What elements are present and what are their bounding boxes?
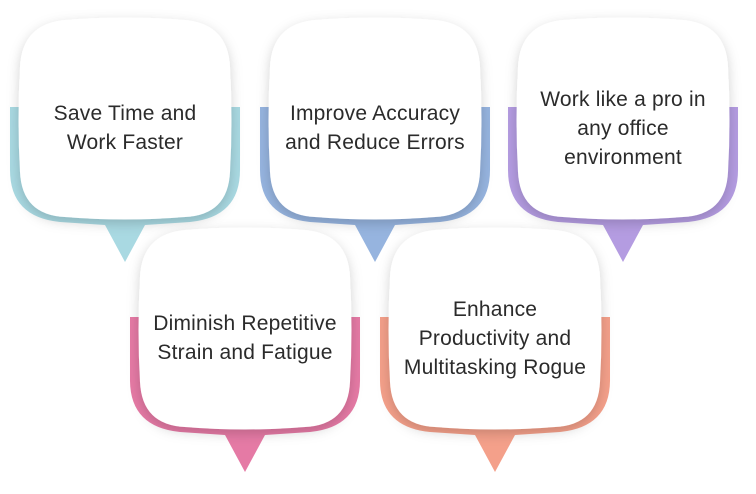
card-label: Improve Accuracy and Reduce Errors <box>285 102 465 154</box>
card-work-like-pro: Work like a pro in any office environmen… <box>500 12 746 268</box>
card-diminish-strain: Diminish Repetitive Strain and Fatigue <box>122 222 368 478</box>
card-label: Work like a pro in any office environmen… <box>540 87 706 169</box>
card-shape <box>130 227 360 472</box>
card-label: Diminish Repetitive Strain and Fatigue <box>153 312 337 364</box>
card-shape <box>508 17 738 262</box>
card-shape <box>10 17 240 262</box>
card-enhance-productivity: Enhance Productivity and Multitasking Ro… <box>372 222 618 478</box>
card-improve-accuracy: Improve Accuracy and Reduce Errors <box>252 12 498 268</box>
card-label: Enhance Productivity and Multitasking Ro… <box>403 297 587 379</box>
card-shape <box>380 227 610 472</box>
card-label: Save Time and Work Faster <box>53 102 197 154</box>
card-shape <box>260 17 490 262</box>
card-save-time: Save Time and Work Faster <box>2 12 248 268</box>
